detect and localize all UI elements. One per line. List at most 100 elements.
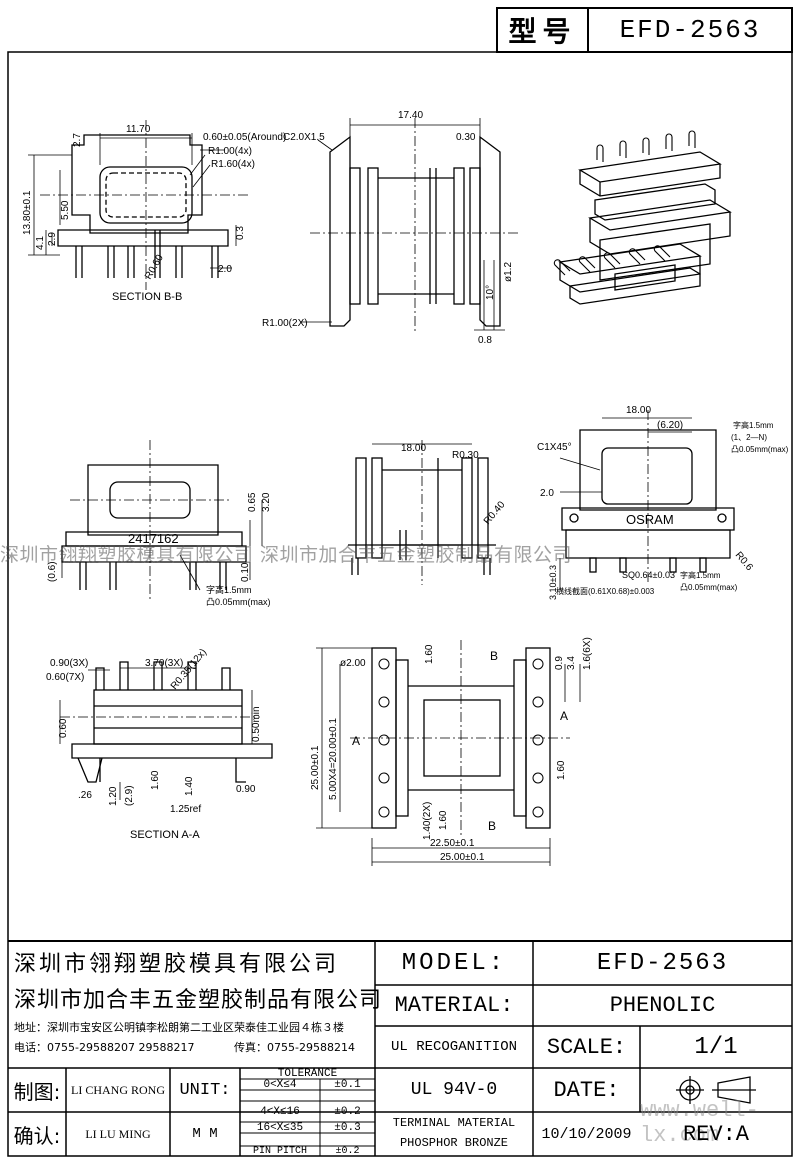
section-bb-view (28, 120, 250, 290)
projection-symbol-icon (676, 1076, 756, 1104)
confirm-label: 确认: (13, 1123, 61, 1148)
company-name-1: 深圳市翎翔塑胶模具有限公司 (14, 952, 340, 977)
company-name-2: 深圳市加合丰五金塑胶制品有限公司 (14, 988, 383, 1013)
dim-0-60-7x: 0.60(7X) (46, 672, 84, 683)
section-mark-b-top: B (490, 649, 498, 663)
front-view (61, 440, 263, 600)
ul-recognition-label: UL RECOGANITION (390, 1039, 518, 1055)
dim-3-20: 3.20 (261, 492, 272, 512)
note-emboss-c: 凸0.05mm(max) (680, 583, 738, 592)
tolerance-range-1: 0<X≤4 (263, 1078, 297, 1091)
tolerance-value-3: ±0.3 (334, 1121, 361, 1134)
dim-1-60-a: 1.60 (150, 770, 161, 790)
dim-6-20: (6.20) (657, 420, 683, 431)
middle-side-view (348, 440, 496, 585)
dim-1-40: 1.40 (184, 776, 195, 796)
dim-3-4: 3.4 (566, 656, 577, 670)
dim-r1-4x: R1.00(4x) (208, 146, 252, 157)
dim-5-50: 5.50 (60, 200, 71, 220)
dim-sq-pin: SQ0.64±0.03 (622, 570, 675, 580)
date-value: 10/10/2009 (541, 1125, 632, 1143)
dim-10deg: 10° (485, 285, 496, 300)
isometric-view (553, 130, 732, 305)
date-label: DATE: (553, 1077, 620, 1103)
dim-0-8: 0.8 (478, 335, 492, 346)
dim-0-3: 0.3 (235, 226, 246, 240)
dim-1-20: 1.20 (108, 786, 119, 806)
part-marking: 2417162 (128, 531, 179, 546)
tolerance-range-2: 4<X≤16 (260, 1105, 300, 1118)
tolerance-title: TOLERANCE (277, 1067, 338, 1080)
dim-1-60-d: 1.60 (556, 760, 567, 780)
dim-3-70-3x: 3.70(3X) (145, 658, 183, 669)
dim-18-00-b: 18.00 (626, 405, 651, 416)
dim-0-9: 0.9 (554, 656, 565, 670)
dim-0-90: 0.90 (236, 784, 256, 795)
watermark-url: www.well-lx.com (640, 1098, 759, 1148)
company-address: 地址：深圳市宝安区公明镇李松朗第二工业区荣泰佳工业园４栋３楼 (14, 1021, 344, 1034)
terminal-material-value: PHOSPHOR BRONZE (399, 1136, 509, 1150)
dim-2-7: 2.7 (72, 133, 83, 147)
dim-1-6-6x: 1.6(6X) (582, 637, 593, 670)
note-char-height-a: 字高1.5mm (206, 584, 252, 595)
top-view (316, 640, 581, 866)
header-model: EFD-2563 (619, 15, 761, 45)
tolerance-value-2: ±0.2 (334, 1105, 361, 1118)
dim-0-60-around: 0.60±0.05(Around) (203, 132, 286, 143)
dim-0-50-min: 0.50min (251, 706, 262, 742)
dim-26: .26 (78, 790, 92, 801)
tolerance-range-4: PIN PITCH (252, 1145, 307, 1157)
tolerance-value-4: ±0.2 (335, 1145, 360, 1157)
dim-c2x1-5: C2.0X1.5 (283, 132, 325, 143)
dim-1-60-c: 1.60 (438, 810, 449, 830)
company-fax: 传真：0755-29588214 (234, 1041, 355, 1054)
dim-r1-2x: R1.00(2X) (262, 318, 308, 329)
scale-value: 1/1 (694, 1033, 738, 1061)
bottom-view (559, 410, 735, 590)
note-emboss-b: 凸0.05mm(max) (731, 445, 789, 454)
unit-label: UNIT: (179, 1080, 231, 1100)
unit-value: M M (192, 1126, 218, 1142)
dim-11-70: 11.70 (126, 124, 151, 135)
section-mark-a-left: A (352, 734, 360, 748)
tolerance-value-1: ±0.1 (334, 1078, 361, 1091)
revision: REV:A (682, 1121, 749, 1147)
dim-0-90-3x: 0.90(3X) (50, 658, 88, 669)
dim-2-0-b: 2.0 (540, 488, 554, 499)
dim-r0-30: R0.30 (452, 450, 479, 461)
model-value: EFD-2563 (596, 949, 729, 977)
watermark-text: 深圳市翎翔塑胶模具有限公司 深圳市加合丰五金塑胶制品有限公司 (0, 544, 573, 566)
dim-25-00-a: 25.00±0.1 (310, 745, 321, 790)
dim-13-80: 13.80±0.1 (22, 190, 33, 235)
section-mark-a-right: A (560, 709, 568, 723)
dim-1-25-ref: 1.25ref (170, 804, 201, 815)
drawn-by: LI CHANG RONG (71, 1082, 165, 1097)
dim-phi-2-00: ø2.00 (340, 658, 366, 669)
side-view (300, 118, 520, 332)
section-mark-b-bottom: B (488, 819, 496, 833)
dim-2-9: 2.9 (47, 232, 58, 246)
dim-r1-6-4x: R1.60(4x) (211, 159, 255, 170)
section-aa-view (59, 661, 273, 800)
dim-18-00-a: 18.00 (401, 443, 426, 454)
dim-2-9-paren: (2.9) (124, 785, 135, 806)
terminal-material-label: TERMINAL MATERIAL (392, 1116, 516, 1130)
brand-marking: OSRAM (626, 512, 674, 527)
dim-0-30: 0.30 (456, 132, 476, 143)
dim-r0-40: R0.40 (482, 499, 508, 527)
note-char-height-b: 字高1.5mm (733, 420, 774, 430)
company-phone: 电话：0755-29588207 29588217 (14, 1041, 195, 1054)
dim-17-40: 17.40 (398, 110, 423, 121)
section-aa-label: SECTION A-A (130, 829, 200, 841)
dim-1-40-2x: 1.40(2X) (422, 802, 433, 840)
ul-rating: UL 94V-0 (410, 1080, 498, 1100)
model-label: MODEL: (401, 949, 507, 977)
dim-c1x45: C1X45° (537, 442, 572, 453)
section-bb-label: SECTION B-B (112, 291, 182, 303)
drawn-label: 制图: (13, 1079, 61, 1104)
dim-22-50: 22.50±0.1 (430, 838, 475, 849)
dim-phi-1-2: ø1.2 (503, 262, 514, 282)
note-char-height-c: 字高1.5mm (680, 570, 721, 580)
